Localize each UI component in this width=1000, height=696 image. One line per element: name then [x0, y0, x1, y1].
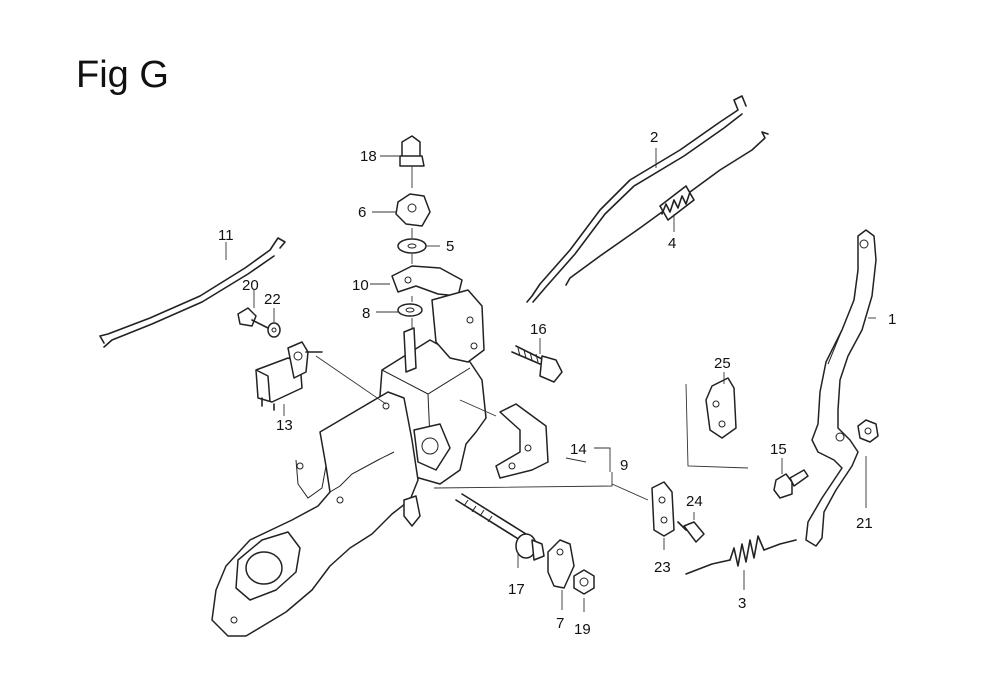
callout-24: 24: [686, 493, 703, 510]
part-18-nut: [399, 135, 425, 167]
callout-22: 22: [264, 291, 281, 308]
part-25-clip: [685, 377, 749, 469]
part-10-lever: [391, 265, 463, 297]
part-22-washer: [267, 322, 281, 338]
callout-5: 5: [446, 238, 454, 255]
part-5-washer: [397, 238, 427, 254]
part-2-rod: [526, 95, 747, 303]
part-4-spring-rod: [565, 131, 769, 286]
part-13-switch: [255, 341, 323, 411]
callout-17: 17: [508, 581, 525, 598]
figure-title: Fig G: [76, 54, 169, 96]
callout-2: 2: [650, 129, 658, 146]
callout-4: 4: [668, 235, 676, 252]
callout-11: 11: [218, 227, 234, 244]
callout-15: 15: [770, 441, 787, 458]
callout-18: 18: [360, 148, 377, 165]
part-23-clip: [651, 481, 675, 537]
part-19-nut: [573, 569, 595, 595]
part-20-screw: [237, 307, 269, 329]
spring-4-coil: [659, 185, 695, 221]
part-1-lever: [805, 229, 877, 547]
callout-20: 20: [242, 277, 259, 294]
callout-8: 8: [362, 305, 370, 322]
callout-10: 10: [352, 277, 369, 294]
callout-6: 6: [358, 204, 366, 221]
callout-19: 19: [574, 621, 591, 638]
part-11-rod: [99, 237, 286, 348]
callout-25: 25: [714, 355, 731, 372]
part-8-washer: [397, 303, 423, 317]
callout-21: 21: [856, 515, 873, 532]
callout-14: 14: [570, 441, 587, 458]
callout-7: 7: [556, 615, 564, 632]
callout-13: 13: [276, 417, 293, 434]
callout-3: 3: [738, 595, 746, 612]
callout-23: 23: [654, 559, 671, 576]
part-24-screw: [677, 521, 705, 543]
part-17-bolt: [455, 493, 545, 561]
part-14-bracket: [495, 403, 549, 479]
callout-16: 16: [530, 321, 547, 338]
base-plate: [211, 391, 421, 637]
part-16-bolt: [511, 345, 563, 383]
part-3-spring: [685, 535, 797, 575]
part-7-arm: [547, 539, 575, 589]
part-21-nut: [857, 419, 879, 443]
callout-9: 9: [620, 457, 628, 474]
part-6-lever: [395, 193, 431, 227]
governor-bracket-body: [379, 289, 487, 485]
part-15-pin: [773, 469, 809, 499]
callout-1: 1: [888, 311, 896, 328]
